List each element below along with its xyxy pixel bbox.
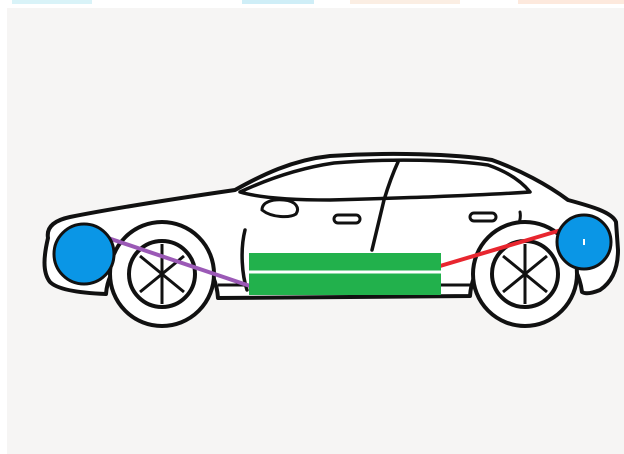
front-wheel	[110, 222, 214, 326]
rear-door-handle	[470, 213, 496, 221]
front-door-handle	[334, 215, 360, 223]
right-node[interactable]	[557, 215, 611, 269]
battery-block[interactable]	[249, 253, 441, 295]
car-side-mirror	[262, 200, 298, 217]
right-node-marker	[583, 239, 585, 245]
left-node[interactable]	[54, 224, 114, 284]
